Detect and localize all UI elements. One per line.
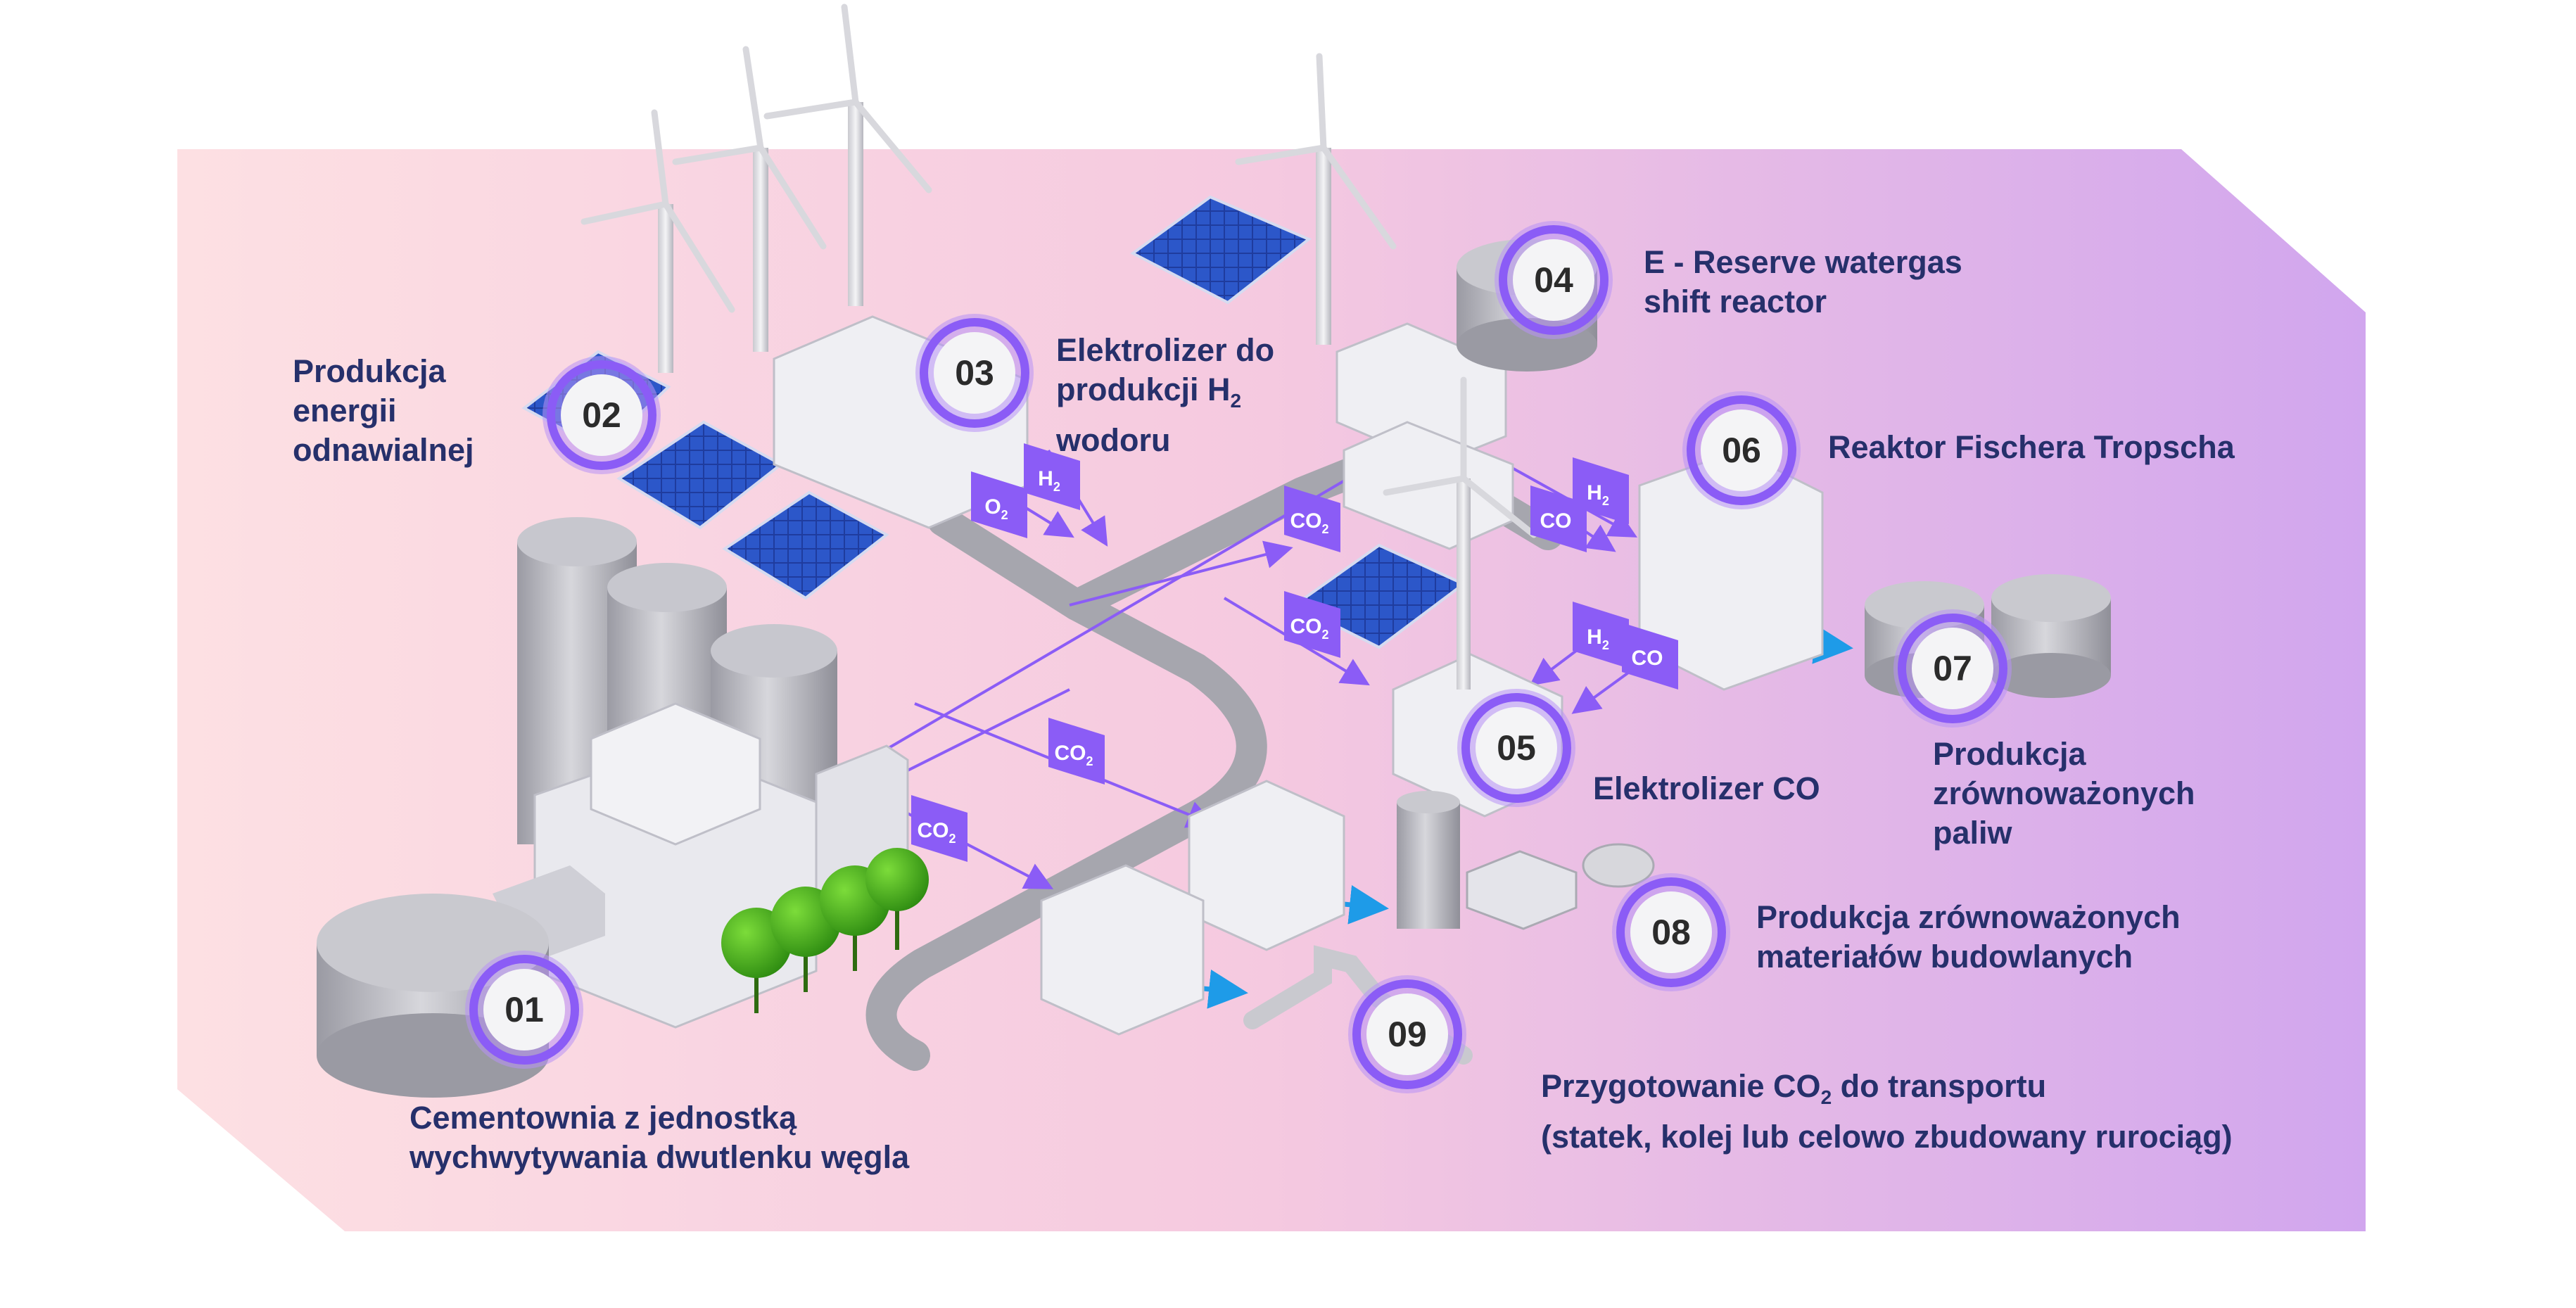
label-08: Produkcja zrównoważonych materiałów budo… <box>1756 899 2181 974</box>
badge-number: 03 <box>955 353 994 393</box>
label-04: E - Reserve watergas shift reactor <box>1644 244 1962 319</box>
flow-tag: H2 <box>1573 602 1629 668</box>
label-01: Cementownia z jednostką wychwytywania dw… <box>410 1100 910 1175</box>
label-03: Elektrolizer do produkcji H2 wodoru <box>1056 332 1275 458</box>
flow-tag: CO2 <box>1284 591 1340 658</box>
materials-08 <box>1397 791 1655 930</box>
svg-text:CO: CO <box>1632 647 1663 670</box>
badge-02: 02 <box>543 356 661 474</box>
flow-tag: H2 <box>1573 457 1629 524</box>
badge-01: 01 <box>465 951 583 1069</box>
trees <box>721 848 929 1013</box>
badge-number: 01 <box>505 990 544 1029</box>
badge-number: 08 <box>1651 913 1691 952</box>
flow-tag: CO <box>1622 623 1678 690</box>
badge-number: 04 <box>1534 260 1573 300</box>
badge-number: 06 <box>1722 431 1761 470</box>
label-09: Przygotowanie CO2 do transportu (statek,… <box>1541 1068 2233 1155</box>
label-06: Reaktor Fischera Tropscha <box>1828 429 2235 465</box>
badge-03: 03 <box>915 314 1034 432</box>
badge-04: 04 <box>1495 221 1613 339</box>
flow-tag: H2 <box>1024 443 1080 510</box>
wind-turbines <box>580 4 1537 690</box>
badge-number: 09 <box>1388 1015 1427 1054</box>
label-05: Elektrolizer CO <box>1593 770 1820 806</box>
step-badges: 01 02 03 04 05 06 07 08 09 <box>465 221 2012 1093</box>
flow-tag: CO2 <box>1048 718 1105 785</box>
svg-text:CO: CO <box>1540 509 1572 533</box>
flow-tag: CO2 <box>1284 485 1340 552</box>
flow-tag: O2 <box>971 471 1027 538</box>
badge-number: 05 <box>1497 728 1536 768</box>
badge-number: 07 <box>1933 649 1972 688</box>
badge-07: 07 <box>1893 609 2012 728</box>
badge-05: 05 <box>1457 689 1575 807</box>
label-07: Produkcja zrównoważonych paliw <box>1933 736 2195 851</box>
label-02: Produkcja energii odnawialnej <box>293 353 474 468</box>
flow-tag: CO2 <box>911 795 967 862</box>
badge-06: 06 <box>1682 391 1801 509</box>
badge-09: 09 <box>1348 975 1466 1093</box>
badge-08: 08 <box>1612 873 1730 991</box>
badge-number: 02 <box>582 395 621 435</box>
solar-panels <box>521 195 1466 649</box>
